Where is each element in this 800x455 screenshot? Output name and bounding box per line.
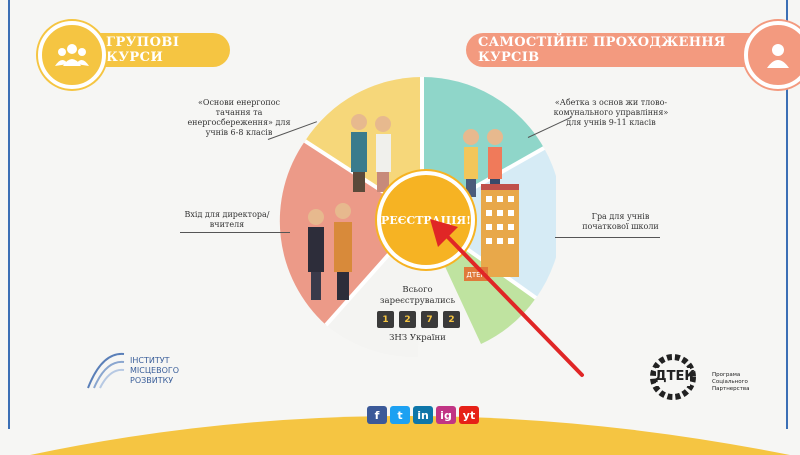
person-icon[interactable]: [744, 21, 800, 89]
twitter-icon[interactable]: t: [390, 406, 410, 424]
register-label: РЕЄСТРАЦІЯ!: [381, 213, 471, 227]
institute-logo-icon: [87, 352, 125, 389]
counter-line2: зареєструвались: [379, 296, 456, 306]
counter-digit: 2: [443, 311, 460, 328]
counter-digit: 2: [399, 311, 416, 328]
dtek-name: ДТЕК: [655, 369, 695, 384]
building-sign: ДТЕК: [466, 271, 485, 279]
counter-digit: 7: [421, 311, 438, 328]
teachers-illustration: [308, 203, 352, 300]
dtek-line2: Соціального: [712, 379, 748, 385]
self-courses-button[interactable]: САМОСТІЙНЕ ПРОХОДЖЕННЯ КУРСІВ: [466, 33, 754, 67]
institute-line1: ІНСТИТУТ: [130, 356, 170, 365]
register-button[interactable]: РЕЄСТРАЦІЯ!: [377, 171, 475, 269]
footer-band: [30, 416, 790, 455]
primary-game-link[interactable]: Гра для учнів початкової школи: [582, 212, 659, 231]
counter-caption: ЗНЗ України: [389, 333, 446, 343]
red-arrow-annotation: [430, 219, 584, 377]
institute-line2: МІСЦЕВОГО: [130, 366, 180, 375]
course-grade-9-11-link[interactable]: «Абетка з основ жи тлово-комунального уп…: [553, 98, 669, 127]
counter-line1: Всього: [402, 285, 433, 295]
page-frame: [8, 0, 788, 429]
registration-counter: 1 2 7 2: [377, 311, 460, 328]
institute-line3: РОЗВИТКУ: [130, 376, 174, 385]
teacher-login-link[interactable]: Вхід для директора/ вчителя: [184, 210, 270, 229]
counter-digit: 1: [377, 311, 394, 328]
dtek-line3: Партнерства: [712, 386, 750, 392]
connector-line: [555, 237, 660, 238]
connector-line: [180, 232, 290, 233]
self-courses-label: САМОСТІЙНЕ ПРОХОДЖЕННЯ КУРСІВ: [478, 35, 726, 65]
course-grade-6-8-link[interactable]: «Основи енергопос тачання та енергосбере…: [187, 98, 291, 137]
linkedin-icon[interactable]: in: [413, 406, 433, 424]
group-icon[interactable]: [38, 21, 106, 89]
institute-logo[interactable]: ІНСТИТУТ МІСЦЕВОГО РОЗВИТКУ: [130, 356, 179, 386]
group-courses-label: ГРУПОВІ КУРСИ: [106, 35, 180, 65]
facebook-icon[interactable]: f: [367, 406, 387, 424]
youtube-icon[interactable]: yt: [459, 406, 479, 424]
dtek-gear-icon: [650, 354, 696, 400]
social-links: f t in ig yt: [367, 406, 479, 424]
dtek-caption: Програма Соціального Партнерства: [712, 372, 750, 393]
building-illustration: ДТЕК: [464, 184, 519, 281]
instagram-icon[interactable]: ig: [436, 406, 456, 424]
students-illustration: [351, 114, 391, 192]
dtek-line1: Програма: [712, 372, 741, 378]
